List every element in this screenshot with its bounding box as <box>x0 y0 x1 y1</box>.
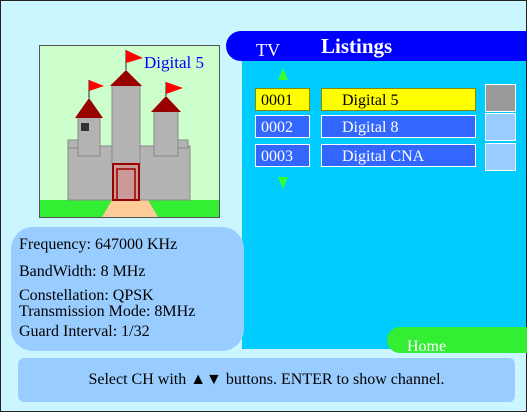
help-text: Select CH with ▲▼ buttons. ENTER to show… <box>88 371 445 388</box>
scroll-up-arrow-icon[interactable] <box>278 68 288 80</box>
bandwidth-text: BandWidth: 8 MHz <box>19 263 146 280</box>
channel-name-3[interactable]: Digital CNA <box>321 144 476 167</box>
home-button-label: Home <box>407 338 447 353</box>
channel-number-3[interactable]: 0003 <box>255 144 310 167</box>
preview-channel-name: Digital 5 <box>144 53 204 72</box>
listings-header <box>226 31 527 61</box>
listings-title: Listings <box>321 34 393 58</box>
tv-label: TV <box>256 40 280 60</box>
frequency-text: Frequency: 647000 KHz <box>19 236 178 253</box>
scrollbar-thumb[interactable] <box>485 84 516 112</box>
channel-name-1[interactable]: Digital 5 <box>321 88 476 111</box>
channel-info-panel: Frequency: 647000 KHz BandWidth: 8 MHz C… <box>11 227 244 351</box>
guard-interval-text: Guard Interval: 1/32 <box>19 323 150 340</box>
channel-name-2[interactable]: Digital 8 <box>321 115 476 138</box>
constellation-text: Constellation: QPSK <box>19 287 154 304</box>
help-bar: Select CH with ▲▼ buttons. ENTER to show… <box>18 358 515 402</box>
channel-preview: Digital 5 <box>39 45 220 218</box>
scrollbar-track-segment[interactable] <box>485 113 516 141</box>
castle-icon <box>40 50 219 217</box>
scroll-down-arrow-icon[interactable] <box>278 177 288 189</box>
transmission-mode-text: Transmission Mode: 8MHz <box>19 303 196 320</box>
scrollbar-track-segment[interactable] <box>485 143 516 171</box>
channel-number-1[interactable]: 0001 <box>255 88 310 111</box>
channel-number-2[interactable]: 0002 <box>255 115 310 138</box>
home-button[interactable]: Home <box>387 327 527 353</box>
